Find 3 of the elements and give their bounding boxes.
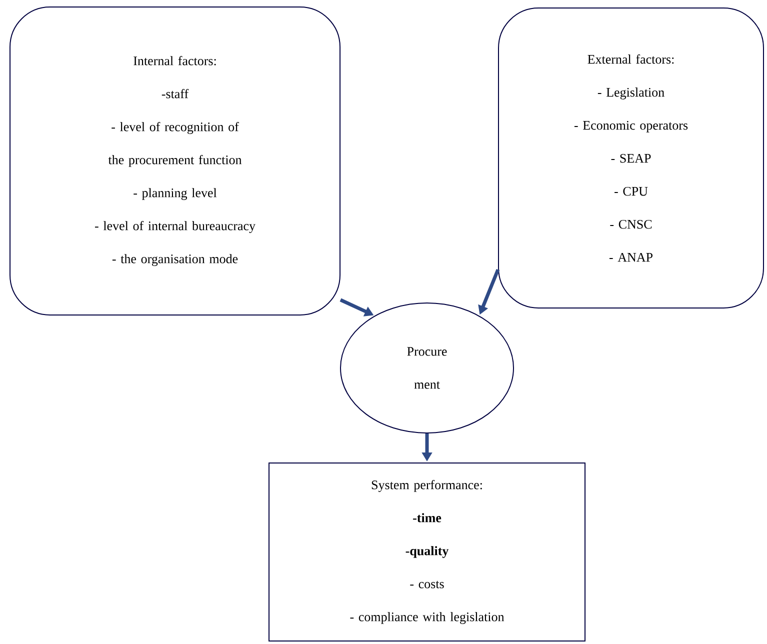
result-box: System performance: -time -quality - costs - compliance with legislation bbox=[268, 462, 586, 642]
rounded-box: External factors: - Legislation - Economic operators - SEAP - CPU - CNSC - ANAP bbox=[498, 8, 764, 308]
rounded-box: Internal factors: -staff - level of recognition of the procurement function - planning level - level of internal bureaucracy - the organisation mode bbox=[10, 6, 340, 316]
